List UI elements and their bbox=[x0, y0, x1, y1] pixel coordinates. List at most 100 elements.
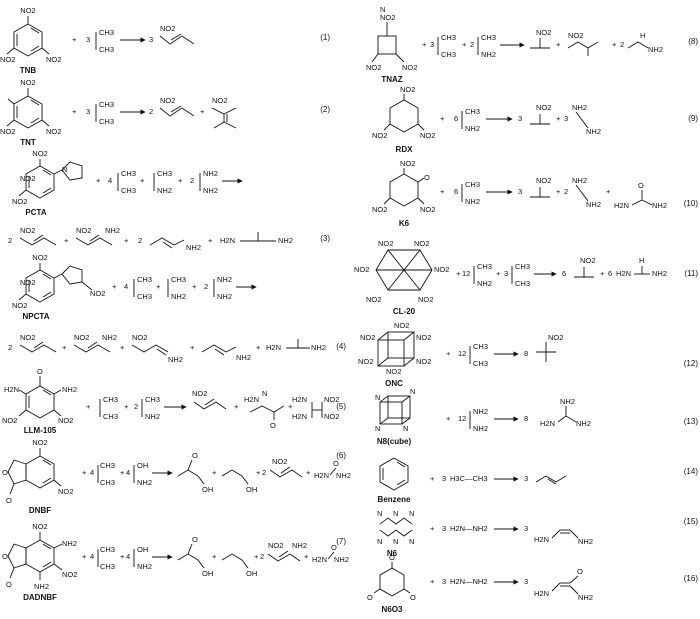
o-label: O bbox=[6, 496, 12, 505]
ethane-formula: H3C—CH3 bbox=[450, 474, 488, 483]
plus-sign: + bbox=[440, 187, 445, 196]
ch3-label: CH3 bbox=[99, 28, 114, 37]
reaction-number: (10) bbox=[684, 199, 699, 208]
oh-label: OH bbox=[202, 485, 213, 494]
nh2-label: NH2 bbox=[578, 593, 593, 602]
ch3-label: CH3 bbox=[99, 100, 114, 109]
nh2-label: NH2 bbox=[186, 243, 201, 252]
reaction-10: NO2 O NO2 NO2 K6 + 6 CH3 NH2 3 NO2 + 2 N… bbox=[372, 159, 698, 228]
nh2-label: NH2 bbox=[477, 279, 492, 288]
ch3-label: CH3 bbox=[465, 107, 480, 116]
o-label: O bbox=[192, 535, 198, 544]
coefficient: 3 bbox=[504, 269, 508, 278]
no2-label: NO2 bbox=[20, 226, 35, 235]
reaction-9: NO2 NO2 NO2 RDX + 6 CH3 NH2 3 NO2 + 3 NH… bbox=[372, 85, 698, 154]
no2-label: NO2 bbox=[12, 301, 27, 310]
o-label: O bbox=[2, 552, 8, 561]
nh2-label: NH2 bbox=[105, 226, 120, 235]
plus-sign: + bbox=[288, 402, 293, 411]
plus-sign: + bbox=[430, 524, 435, 533]
h2n-label: H2N bbox=[266, 343, 281, 352]
no2-label: NO2 bbox=[372, 205, 387, 214]
cube-back bbox=[387, 331, 415, 359]
nh2-label: NH2 bbox=[168, 355, 183, 364]
plus-sign: + bbox=[112, 282, 117, 291]
oh-label: OH bbox=[202, 569, 213, 578]
plus-sign: + bbox=[612, 40, 617, 49]
no2-label: NO2 bbox=[90, 289, 105, 298]
nh2-label: NH2 bbox=[157, 186, 172, 195]
plus-sign: + bbox=[556, 187, 561, 196]
n-label: N bbox=[403, 424, 408, 433]
nh2-label: NH2 bbox=[62, 385, 77, 394]
no2-label: NO2 bbox=[32, 253, 47, 262]
plus-sign: + bbox=[208, 236, 213, 245]
ch3-label: CH3 bbox=[137, 292, 152, 301]
coefficient: 12 bbox=[462, 269, 470, 278]
coefficient: 6 bbox=[454, 114, 458, 123]
plus-sign: + bbox=[64, 236, 69, 245]
plus-sign: + bbox=[446, 414, 451, 423]
coefficient: 3 bbox=[524, 474, 528, 483]
o-label: O bbox=[424, 173, 430, 182]
n-label: N bbox=[262, 389, 267, 398]
reaction-11: NO2 NO2 NO2 NO2 NO2 NO2 CL-20 + 12 CH3 N… bbox=[354, 239, 698, 316]
no2-label: NO2 bbox=[420, 131, 435, 140]
nh2-label: NH2 bbox=[473, 424, 488, 433]
nh2-label: NH2 bbox=[560, 397, 575, 406]
h2n-label: H2N bbox=[244, 395, 259, 404]
reaction-number: (16) bbox=[684, 574, 699, 583]
plus-sign: + bbox=[72, 107, 77, 116]
h2n-label: H2N bbox=[616, 269, 631, 278]
nh2-label: NH2 bbox=[171, 292, 186, 301]
no2-label: NO2 bbox=[354, 265, 369, 274]
reaction-pcta: NO2 NO2 N NO2 PCTA + 4 CH3 CH3 + CH3 NH2… bbox=[12, 149, 243, 217]
no2-label: NO2 bbox=[46, 127, 61, 136]
coefficient: 4 bbox=[124, 282, 128, 291]
coefficient: 3 bbox=[518, 114, 522, 123]
azetidine-ring bbox=[377, 35, 397, 55]
nh2-label: NH2 bbox=[292, 541, 307, 550]
no2-label: NO2 bbox=[12, 197, 27, 206]
no2-label: NO2 bbox=[324, 412, 339, 421]
o-label: O bbox=[270, 421, 276, 430]
molecule-name-benzene: Benzene bbox=[378, 495, 411, 504]
plus-sign: + bbox=[306, 468, 311, 477]
oh-label: OH bbox=[137, 545, 148, 554]
no2-label: NO2 bbox=[58, 487, 73, 496]
n-label: N bbox=[410, 387, 415, 396]
ch3-label: CH3 bbox=[103, 412, 118, 421]
coefficient: 4 bbox=[126, 552, 130, 561]
no2-label: NO2 bbox=[568, 31, 583, 40]
nh2-label: NH2 bbox=[572, 103, 587, 112]
coefficient: 8 bbox=[524, 349, 528, 358]
n8-cube-front bbox=[379, 401, 403, 425]
nh2-label: NH2 bbox=[465, 197, 480, 206]
coefficient: 2 bbox=[8, 343, 12, 352]
ch3-label: CH3 bbox=[121, 186, 136, 195]
molecule-name-tnaz: TNAZ bbox=[381, 75, 402, 84]
plus-sign: + bbox=[120, 468, 125, 477]
hydrazine-formula: H2N—NH2 bbox=[450, 577, 488, 586]
n-label: N bbox=[409, 509, 414, 518]
no2-label: NO2 bbox=[62, 570, 77, 579]
no2-label: NO2 bbox=[2, 416, 17, 425]
molecule-name-tnb: TNB bbox=[20, 66, 37, 75]
coefficient: 2 bbox=[564, 187, 568, 196]
reaction-12: NO2 NO2 NO2 NO2 NO2 NO2 ONC + 12 CH3 CH3… bbox=[358, 321, 698, 388]
coefficient: 3 bbox=[442, 474, 446, 483]
nh2-label: NH2 bbox=[572, 176, 587, 185]
nh2-label: NH2 bbox=[334, 555, 349, 564]
n-label: N bbox=[62, 165, 67, 174]
no2-label: NO2 bbox=[32, 149, 47, 158]
no2-label: NO2 bbox=[420, 205, 435, 214]
reaction-15: N N N N N N N6 + 3 H2N—NH2 3 H2N NH2 (15… bbox=[377, 509, 698, 558]
n-label: N bbox=[377, 537, 382, 546]
plus-sign: + bbox=[96, 176, 101, 185]
nh2-label: NH2 bbox=[62, 539, 77, 548]
h2n-label: H2N bbox=[4, 385, 19, 394]
ch3-label: CH3 bbox=[99, 45, 114, 54]
oh-label: OH bbox=[246, 569, 257, 578]
ch3-label: CH3 bbox=[473, 342, 488, 351]
